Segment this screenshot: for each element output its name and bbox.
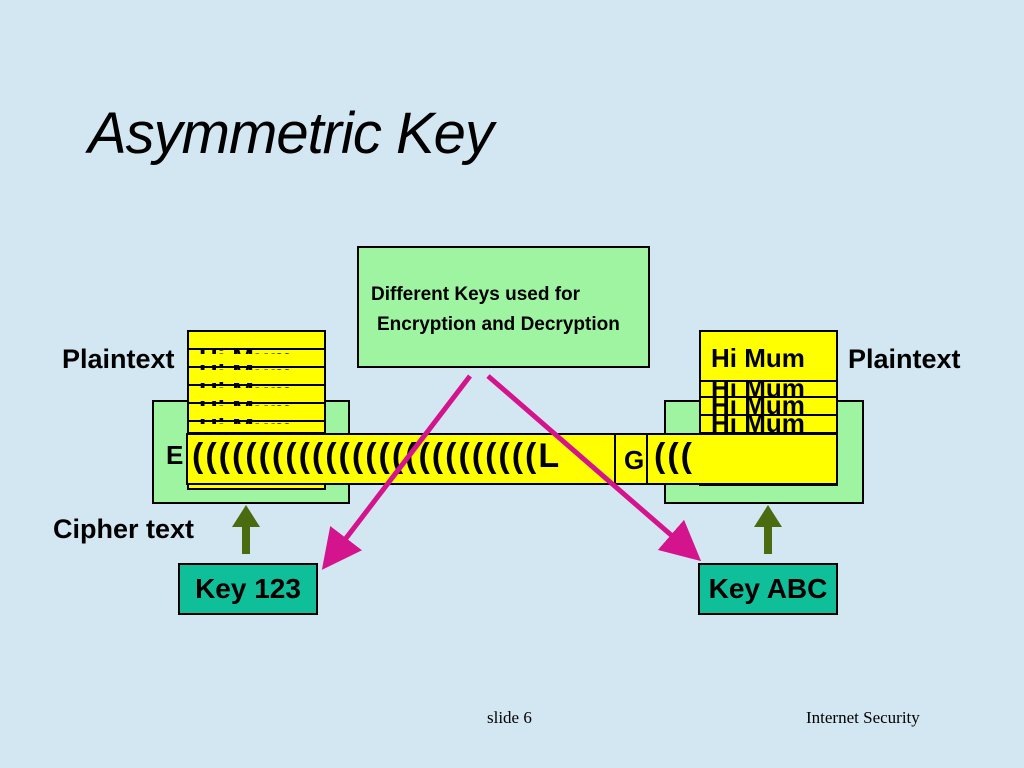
callout-box: Different Keys used for Encryption and D… <box>357 246 650 368</box>
footer-course-title: Internet Security <box>806 708 920 727</box>
right-stack-line-3: Hi Mum <box>711 398 805 414</box>
encryption-engine-label: E <box>166 440 184 470</box>
cipher-text-label: Cipher text <box>53 514 195 544</box>
right-stack-top-text: Hi Mum <box>711 343 805 373</box>
pointer-arrow-to-key-abc <box>486 374 702 562</box>
ciphertext-strip: ((((((((((((((((((((((((((L G ((( <box>186 433 838 485</box>
key-abc-box: Key ABC <box>698 563 838 615</box>
right-stack-line-2: Hi Mum <box>711 382 805 396</box>
callout-line-1: Different Keys used for <box>371 284 581 305</box>
callout-line-2: Encryption and Decryption <box>377 314 620 335</box>
up-arrow-key-abc <box>754 505 782 554</box>
ciphertext-partial-char: G <box>624 445 645 475</box>
key-123-box: Key 123 <box>178 563 318 615</box>
slide-title: Asymmetric Key <box>88 101 494 166</box>
up-arrow-key-123 <box>232 505 260 554</box>
footer-slide-number: slide 6 <box>487 708 532 727</box>
right-plaintext-label: Plaintext <box>848 344 961 374</box>
left-stack-line-3: Hi Mum <box>199 374 293 388</box>
left-stack-line-2: Hi Mum <box>199 356 293 370</box>
left-stack-line-5: Hi Mum <box>199 410 293 424</box>
ciphertext-trailing-glyphs: ((( <box>654 437 694 475</box>
left-stack-line-4: Hi Mum <box>199 392 293 406</box>
pointer-arrow-to-key-123 <box>321 374 472 570</box>
ciphertext-glyphs: ((((((((((((((((((((((((((L <box>192 437 562 475</box>
left-plaintext-label: Plaintext <box>62 344 175 374</box>
right-stack-line-4: Hi Mum <box>711 416 805 432</box>
